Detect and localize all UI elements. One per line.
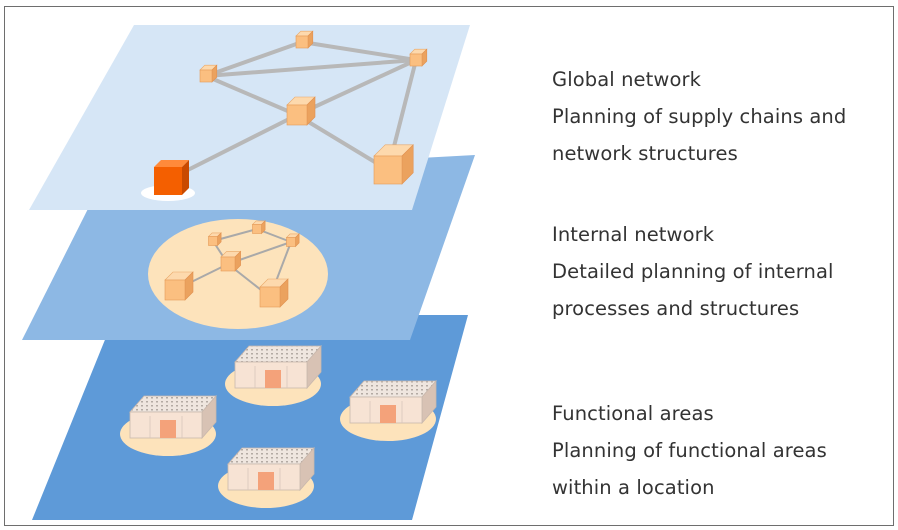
node-cube-icon xyxy=(295,30,314,49)
node-cube-icon xyxy=(199,64,218,83)
global-network-desc-line1: Planning of supply chains and xyxy=(552,105,847,128)
functional-areas-plane xyxy=(32,315,468,520)
node-cube-icon xyxy=(164,271,194,301)
global-network-title: Global network xyxy=(552,68,701,91)
factory-building-icon xyxy=(340,379,437,441)
global-network-layer xyxy=(29,25,470,210)
diagram-frame xyxy=(4,6,894,526)
global-network-plane xyxy=(29,25,470,210)
functional-areas-caption: Functional areas Planning of functional … xyxy=(552,395,827,506)
global-network-caption: Global network Planning of supply chains… xyxy=(552,61,846,172)
node-cube-icon xyxy=(251,220,266,235)
global-network-edges xyxy=(166,40,418,182)
node-cube-icon xyxy=(286,96,316,126)
factory-building-icon xyxy=(218,446,315,508)
node-cube-icon xyxy=(285,233,300,248)
node-cube-icon xyxy=(220,250,242,272)
functional-areas-desc-line1: Planning of functional areas xyxy=(552,439,827,462)
node-cube-icon xyxy=(409,48,428,67)
functional-areas-desc-line2: within a location xyxy=(552,476,715,499)
functional-areas-layer xyxy=(32,315,468,520)
node-cube-icon xyxy=(207,232,222,247)
internal-network-desc-line2: processes and structures xyxy=(552,297,800,320)
factory-building-icon xyxy=(225,344,322,406)
global-network-desc-line2: network structures xyxy=(552,142,738,165)
highlighted-node-cube-icon xyxy=(154,160,189,195)
node-cube-icon xyxy=(373,144,414,185)
internal-network-caption: Internal network Detailed planning of in… xyxy=(552,216,834,327)
functional-areas-title: Functional areas xyxy=(552,402,714,425)
internal-network-desc-line1: Detailed planning of internal xyxy=(552,260,834,283)
factory-building-icon xyxy=(120,394,217,456)
internal-network-title: Internal network xyxy=(552,223,715,246)
node-cube-icon xyxy=(259,278,289,308)
